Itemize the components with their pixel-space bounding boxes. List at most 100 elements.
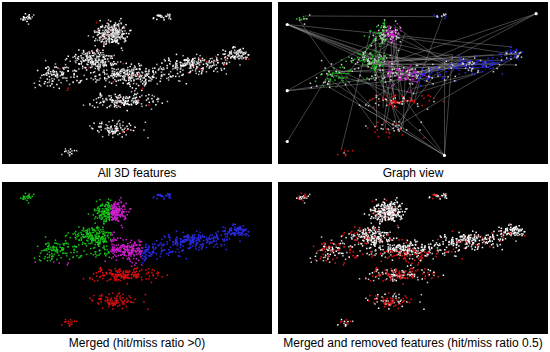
feature-point <box>114 28 116 30</box>
feature-point <box>420 85 422 87</box>
feature-point <box>127 76 129 78</box>
feature-point <box>209 66 211 68</box>
feature-point <box>70 148 72 150</box>
feature-point <box>135 102 137 104</box>
feature-point <box>409 83 411 85</box>
feature-point <box>115 29 117 31</box>
feature-point <box>375 40 377 42</box>
feature-point <box>427 79 429 81</box>
feature-point <box>117 61 119 63</box>
feature-point <box>93 79 95 81</box>
feature-point <box>80 80 82 82</box>
feature-point <box>108 23 110 25</box>
feature-point <box>225 59 227 61</box>
feature-point <box>98 28 100 30</box>
feature-point <box>168 60 170 62</box>
feature-point <box>199 55 201 57</box>
feature-point <box>469 67 471 69</box>
feature-point <box>53 74 55 76</box>
feature-point <box>39 80 41 82</box>
feature-point <box>161 75 163 77</box>
feature-point <box>104 73 106 75</box>
feature-point <box>98 30 100 32</box>
feature-point <box>119 20 121 22</box>
feature-point <box>410 69 412 71</box>
feature-point <box>162 102 164 104</box>
feature-point <box>128 104 130 106</box>
feature-point <box>437 74 439 76</box>
feature-point <box>127 67 128 69</box>
feature-point <box>148 80 150 82</box>
feature-point <box>106 31 108 33</box>
feature-point <box>125 80 127 82</box>
feature-point <box>378 57 380 59</box>
feature-point <box>369 52 371 54</box>
feature-point <box>168 77 170 79</box>
feature-point <box>145 80 147 82</box>
point-cloud-panel <box>2 2 272 164</box>
feature-point <box>110 126 112 128</box>
feature-point <box>87 64 89 66</box>
feature-point <box>390 34 392 36</box>
feature-point <box>465 72 467 74</box>
feature-point <box>96 65 98 67</box>
feature-point <box>98 97 100 99</box>
feature-point <box>129 123 131 125</box>
feature-point <box>56 71 58 73</box>
feature-point <box>227 60 229 62</box>
feature-point <box>437 75 439 77</box>
feature-point <box>206 71 208 73</box>
feature-point <box>190 67 192 69</box>
feature-point <box>363 54 365 56</box>
feature-point <box>217 54 219 56</box>
feature-point <box>134 65 136 67</box>
feature-point <box>115 96 117 98</box>
feature-point <box>83 75 85 77</box>
feature-point <box>367 59 369 61</box>
feature-point <box>202 68 204 70</box>
feature-point <box>515 64 517 66</box>
feature-point <box>238 56 240 58</box>
feature-point <box>388 35 390 37</box>
feature-point <box>136 72 138 74</box>
feature-point <box>148 94 150 96</box>
feature-point <box>385 81 387 83</box>
feature-point <box>68 67 70 69</box>
feature-point <box>95 81 97 83</box>
feature-point <box>130 129 132 131</box>
feature-point <box>107 59 109 61</box>
feature-point <box>454 80 456 82</box>
feature-point <box>103 65 105 67</box>
feature-point <box>102 38 104 40</box>
feature-point <box>369 61 371 63</box>
feature-point <box>125 134 127 136</box>
feature-point <box>418 80 420 82</box>
feature-point <box>466 67 468 69</box>
feature-point <box>113 100 115 102</box>
feature-point <box>127 128 129 130</box>
feature-point <box>87 53 89 55</box>
feature-point <box>112 133 114 135</box>
feature-point <box>122 33 124 35</box>
feature-point <box>367 66 369 68</box>
feature-point <box>119 133 121 135</box>
feature-point <box>54 78 56 80</box>
feature-point <box>502 73 504 75</box>
feature-point <box>121 71 123 73</box>
feature-point <box>197 61 199 63</box>
feature-point <box>106 107 108 109</box>
feature-point <box>373 68 375 70</box>
feature-point <box>133 102 135 104</box>
feature-point <box>145 95 147 97</box>
feature-point <box>100 52 102 54</box>
feature-point <box>127 100 129 102</box>
feature-point <box>138 100 140 102</box>
feature-point <box>212 65 214 67</box>
feature-point <box>114 32 116 34</box>
feature-point <box>94 30 96 32</box>
feature-point <box>97 106 99 108</box>
feature-point <box>182 69 184 71</box>
feature-point <box>99 123 101 125</box>
feature-point <box>64 151 66 153</box>
feature-point <box>124 102 126 104</box>
